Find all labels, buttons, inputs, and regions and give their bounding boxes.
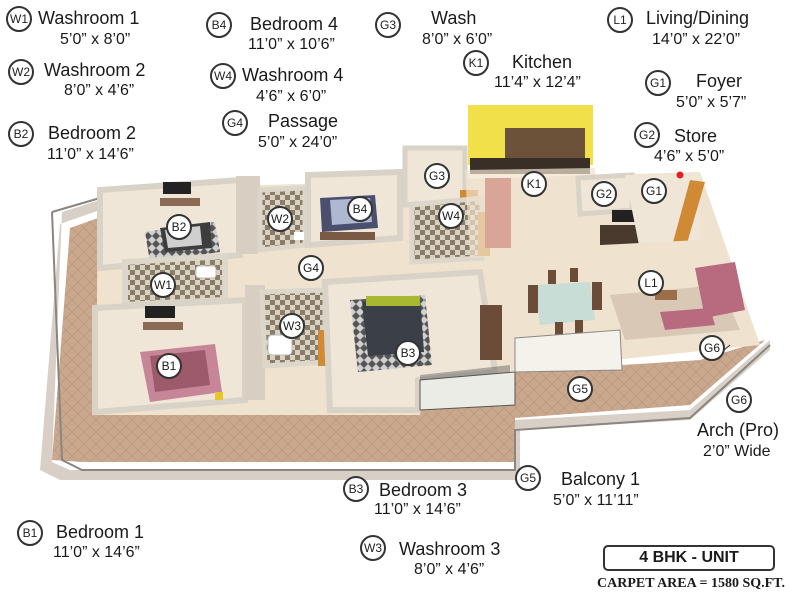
unit-type-label: 4 BHK - UNIT (603, 545, 775, 571)
legend-dims-b4: 11’0” x 10’6” (248, 36, 335, 53)
legend-badge-w3: W3 (360, 535, 386, 561)
marker-g6: G6 (699, 335, 725, 361)
legend-badge-k1: K1 (463, 50, 489, 76)
legend-name-w3: Washroom 3 (399, 539, 501, 559)
marker-g3: G3 (424, 163, 450, 189)
legend-name-b2: Bedroom 2 (48, 123, 137, 143)
marker-b2: B2 (166, 214, 192, 240)
legend-badge-l1: L1 (607, 7, 633, 33)
marker-g1: G1 (641, 178, 667, 204)
marker-g2: G2 (591, 181, 617, 207)
legend-badge-g1: G1 (645, 70, 671, 96)
legend-name-k1: Kitchen (512, 52, 573, 72)
marker-w1: W1 (150, 272, 176, 298)
legend-badge-g5: G5 (515, 465, 541, 491)
passage-walls (236, 176, 400, 400)
balcony-1-glazing (419, 329, 623, 411)
legend-name-g4: Passage (268, 111, 339, 131)
marker-b3: B3 (395, 340, 421, 366)
legend-badge-g3: G3 (375, 12, 401, 38)
legend-name-l1: Living/Dining (646, 8, 750, 28)
legend-name-b1: Bedroom 1 (56, 522, 145, 542)
legend-name-g5: Balcony 1 (561, 469, 641, 489)
carpet-area-label: CARPET AREA = 1580 SQ.FT. (597, 576, 785, 591)
legend-dims-w1: 5’0” x 8’0” (60, 31, 131, 48)
marker-g5: G5 (567, 376, 593, 402)
legend-badge-b3: B3 (343, 476, 369, 502)
legend-badge-b2: B2 (8, 121, 34, 147)
legend-name-b4: Bedroom 4 (250, 14, 339, 34)
legend-badge-g2: G2 (634, 122, 660, 148)
legend-dims-g5: 5’0” x 11’11” (553, 492, 639, 509)
legend-dims-b1: 11’0” x 14’6” (53, 544, 140, 561)
legend-name-b3: Bedroom 3 (379, 480, 468, 500)
legend-dims-l1: 14’0” x 22’0” (652, 31, 741, 48)
legend-dims-g4: 5’0” x 24’0” (258, 134, 338, 151)
marker-w2: W2 (267, 206, 293, 232)
terrace (40, 197, 771, 480)
legend-name-w2: Washroom 2 (44, 60, 146, 80)
legend-name-g6: Arch (Pro) (697, 420, 780, 440)
kitchen-room (465, 105, 600, 258)
legend-name-g3: Wash (431, 8, 477, 28)
legend-dims-w4: 4’6” x 6’0” (256, 88, 327, 105)
marker-k1: K1 (521, 171, 547, 197)
legend-name-w1: Washroom 1 (38, 8, 140, 28)
legend-dims-g3: 8’0” x 6’0” (422, 31, 493, 48)
legend-dims-w3: 8’0” x 4’6” (414, 561, 485, 578)
marker-w3: W3 (279, 313, 305, 339)
legend-badge-w1: W1 (6, 6, 32, 32)
living-dining-room (500, 240, 755, 360)
legend-dims-b3: 11’0” x 14’6” (374, 501, 461, 518)
legend-dims-g1: 5’0” x 5’7” (676, 94, 747, 111)
legend-badge-b4: B4 (206, 12, 232, 38)
marker-b1: B1 (156, 353, 182, 379)
legend-name-g1: Foyer (696, 71, 743, 91)
legend-dims-k1: 11’4” x 12’4” (494, 74, 581, 91)
legend-badge-g6: G6 (726, 387, 752, 413)
marker-l1: L1 (638, 270, 664, 296)
legend-dims-w2: 8’0” x 4’6” (64, 82, 135, 99)
legend-dims-b2: 11’0” x 14’6” (47, 146, 134, 163)
legend-badge-b1: B1 (17, 520, 43, 546)
marker-w4: W4 (438, 203, 464, 229)
legend-name-g2: Store (674, 126, 718, 146)
legend-dims-g6: 2’0” Wide (703, 443, 771, 460)
legend-badge-w4: W4 (210, 63, 236, 89)
marker-g4: G4 (298, 255, 324, 281)
legend-name-w4: Washroom 4 (242, 65, 344, 85)
marker-b4: B4 (347, 196, 373, 222)
legend-badge-g4: G4 (222, 110, 248, 136)
legend-badge-w2: W2 (8, 59, 34, 85)
legend-dims-g2: 4’6” x 5’0” (654, 148, 725, 165)
